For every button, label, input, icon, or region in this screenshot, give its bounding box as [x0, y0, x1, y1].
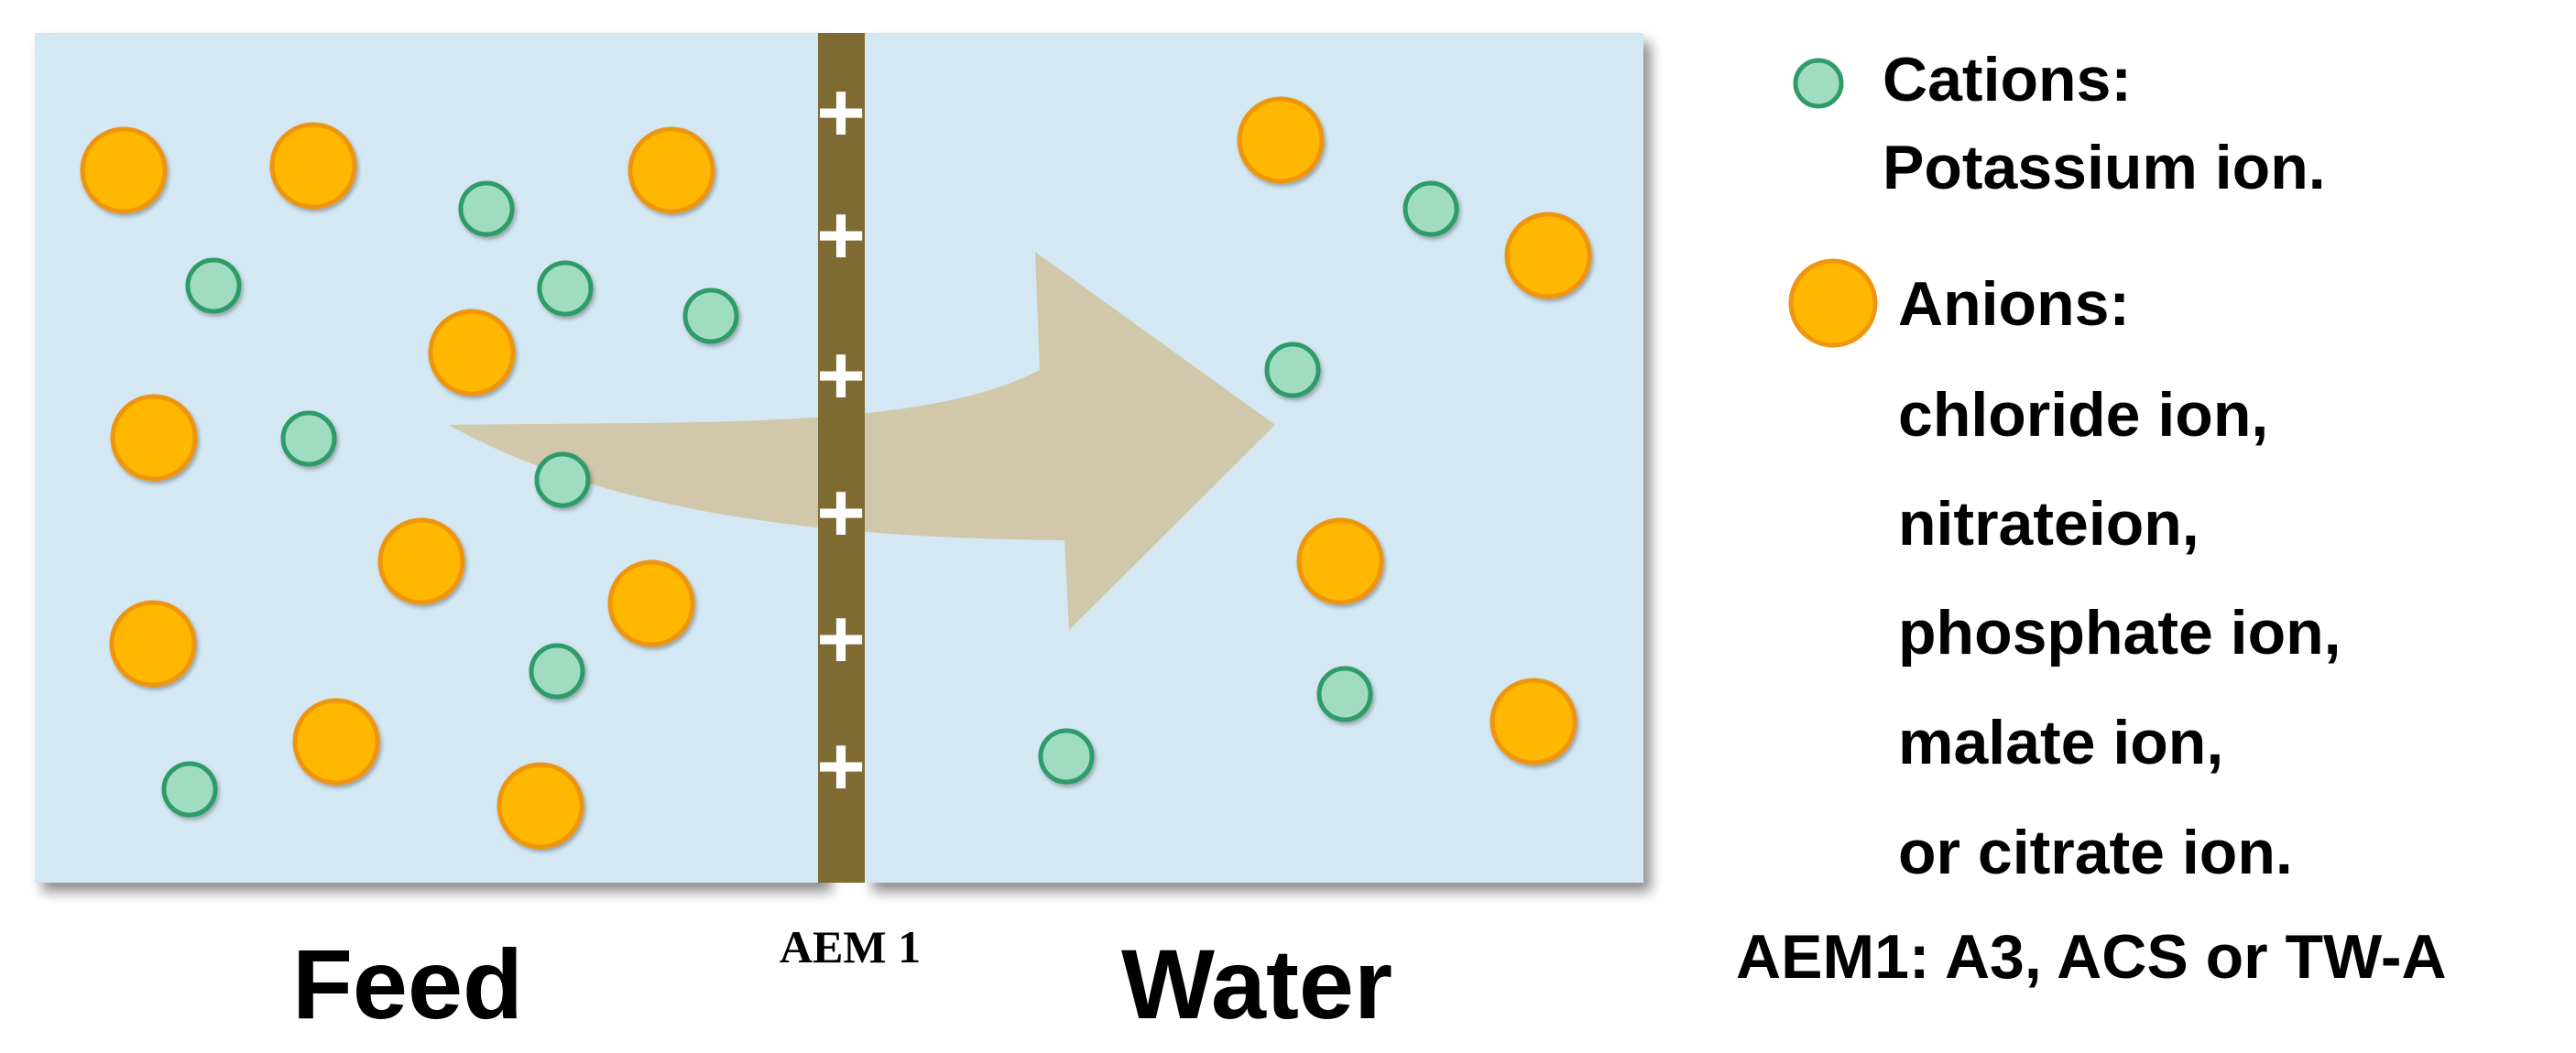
legend-cations-desc: Potassium ion.: [1883, 133, 2326, 202]
cation-ball: [161, 761, 218, 818]
legend-aem-note: AEM1: A3, ACS or TW-A: [1736, 922, 2447, 992]
anion-ball: [377, 517, 465, 605]
anion-ball: [1490, 678, 1577, 765]
anion-ball: [628, 126, 715, 214]
membrane-label: AEM 1: [780, 921, 921, 972]
cation-ball: [1316, 666, 1373, 722]
plus-sign: +: [816, 329, 866, 422]
cation-ball: [280, 410, 337, 467]
plus-sign: +: [816, 720, 866, 813]
anion-ball: [1296, 517, 1384, 605]
anion-ball: [607, 559, 695, 647]
anion-exchange-membrane: [818, 33, 865, 883]
anion-ball: [80, 126, 168, 214]
plus-sign: +: [816, 66, 866, 159]
cation-ball: [458, 180, 515, 237]
legend-anion-malate: malate ion,: [1898, 708, 2223, 777]
legend-cations-title: Cations:: [1883, 45, 2132, 114]
ions: [80, 96, 1592, 850]
legend-anion-nitrate: nitrateion,: [1898, 489, 2199, 559]
cation-ball: [529, 643, 585, 700]
membrane-plus-signs: + + + + + +: [816, 66, 866, 813]
anion-ball: [292, 698, 380, 786]
plus-sign: +: [816, 592, 866, 686]
cation-ball: [1264, 342, 1321, 398]
plus-sign: +: [816, 466, 866, 559]
feed-label: Feed: [292, 928, 523, 1039]
legend: Cations: Potassium ion. Anions: chloride…: [1736, 45, 2447, 992]
anion-ball: [1237, 96, 1325, 184]
cation-ball: [534, 451, 591, 508]
legend-anion-phosphate: phosphate ion,: [1898, 598, 2341, 668]
cation-ball: [185, 257, 242, 314]
plus-sign: +: [816, 189, 866, 282]
anion-ball: [1504, 212, 1592, 299]
anion-ball: [109, 600, 197, 688]
cation-ball: [1038, 728, 1095, 785]
anion-legend-swatch: [1788, 258, 1878, 348]
legend-anion-chloride: chloride ion,: [1898, 380, 2268, 450]
cation-legend-swatch: [1793, 58, 1844, 109]
anion-ball: [428, 309, 516, 396]
cation-ball: [682, 288, 739, 344]
water-label: Water: [1121, 928, 1392, 1039]
anion-ball: [269, 122, 357, 210]
cation-ball: [1403, 180, 1459, 237]
anion-ball: [110, 394, 198, 482]
legend-anions-title: Anions:: [1898, 269, 2130, 339]
anion-ball: [497, 762, 584, 850]
cation-ball: [537, 260, 594, 317]
legend-anion-citrate: or citrate ion.: [1898, 818, 2293, 887]
